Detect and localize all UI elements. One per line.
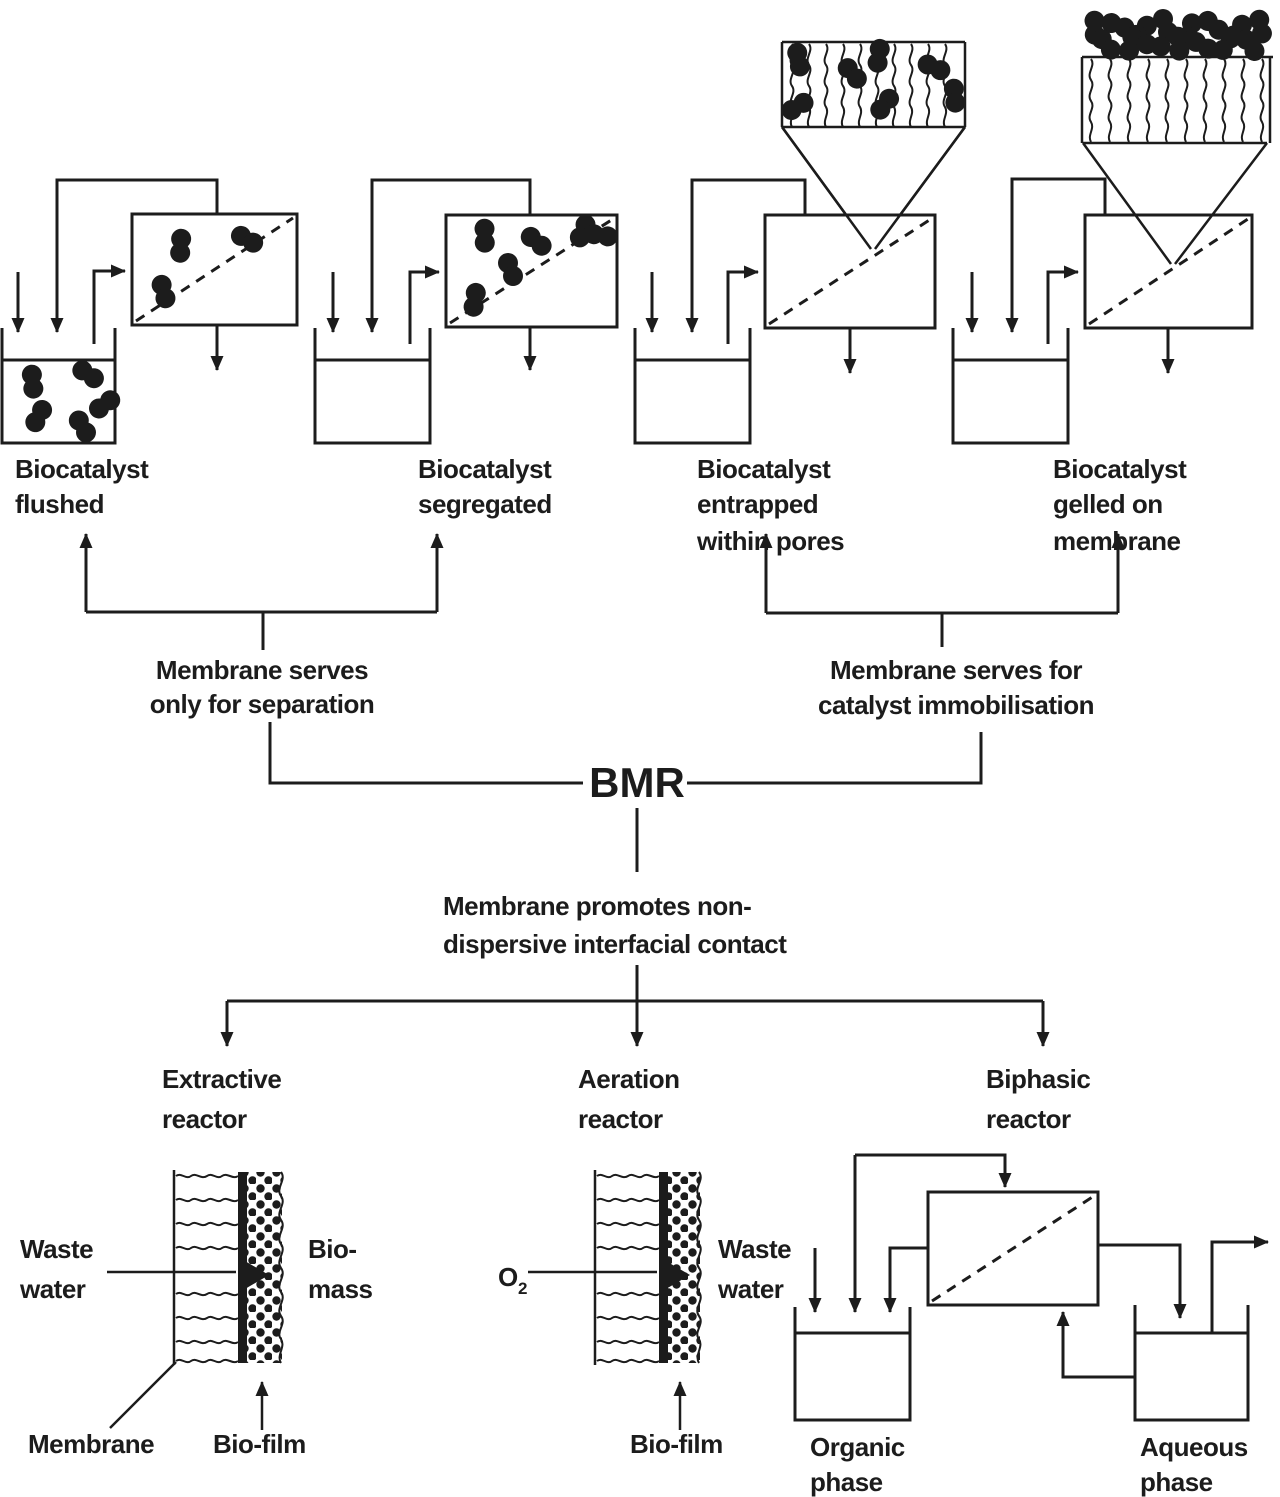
- feed-tank: [951, 328, 1070, 445]
- separation-label-line1: Membrane serves: [156, 655, 368, 685]
- biphasic-unit: Organic phase Aqueous phase: [793, 1153, 1269, 1497]
- flushed-label-line1: Biocatalyst: [15, 454, 149, 484]
- gel-magnification: [1077, 4, 1276, 145]
- bmr-title: BMR: [589, 759, 685, 806]
- biphasic-title-line2: reactor: [986, 1104, 1071, 1134]
- gelled-label-line1: Biocatalyst: [1053, 454, 1187, 484]
- organic-phase-label-line1: Organic: [810, 1432, 905, 1462]
- branch-connector: [220, 965, 1050, 1047]
- extractive-unit: Waste water Bio- mass Membrane Bio-film: [19, 1170, 373, 1459]
- bracket-line: [766, 611, 1118, 647]
- aeration-title-line2: reactor: [578, 1104, 663, 1134]
- recycle-loop-line: [365, 178, 532, 333]
- immobilisation-bracket: Membrane serves for catalyst immobilisat…: [759, 533, 1125, 720]
- membrane-wavy-layers: [596, 1173, 660, 1364]
- biomass-label-line1: Bio-: [308, 1234, 357, 1264]
- recycle-loop-line: [1005, 177, 1107, 333]
- biofilm-label: Bio-film: [213, 1429, 306, 1459]
- pump-line: [92, 264, 126, 344]
- aqueous-outlet-arrow: [1210, 1235, 1269, 1333]
- biocatalyst-blobs-tank: [16, 353, 124, 445]
- bracket-line: [86, 610, 437, 650]
- module-to-organic-return: [883, 1246, 928, 1313]
- membrane-label: Membrane: [28, 1429, 154, 1459]
- extractive-title-line1: Extractive: [162, 1064, 281, 1094]
- bmr-connector-right: [687, 732, 983, 785]
- aeration-unit: O 2 Waste water Bio-film: [498, 1170, 792, 1459]
- aqueous-phase-tank: [1133, 1305, 1250, 1422]
- extractive-title-line2: reactor: [162, 1104, 247, 1134]
- biphasic-title-line1: Biphasic: [986, 1064, 1090, 1094]
- contact-label-line2: dispersive interfacial contact: [443, 929, 787, 959]
- bmr-node: BMR Membrane promotes non- dispersive in…: [268, 722, 983, 959]
- transport-triangle: [659, 1257, 690, 1293]
- organic-phase-tank: [793, 1307, 912, 1422]
- entrapped-label-line3: within pores: [696, 526, 844, 556]
- transport-triangle: [238, 1257, 269, 1293]
- bmr-connector-left: [268, 722, 583, 785]
- recycle-loop-line: [50, 178, 219, 333]
- biomass-label-line2: mass: [308, 1274, 373, 1304]
- module-to-aqueous-line: [1098, 1243, 1187, 1319]
- membrane-pointer-line: [109, 1361, 177, 1429]
- membrane-dashed-line: [1088, 217, 1249, 326]
- membrane-dashed-line: [135, 216, 294, 323]
- waste-water-label-line1: Waste: [718, 1234, 791, 1264]
- membrane-dashed-line: [449, 217, 614, 325]
- entrapped-label-line2: entrapped: [697, 489, 818, 519]
- membrane-pore-strands: [1088, 58, 1265, 143]
- magnification-funnel-front: [780, 126, 967, 250]
- magnified-membrane-box: [1080, 55, 1273, 145]
- feed-tank: [633, 328, 752, 445]
- reactor-segregated-unit: Biocatalyst segregated: [313, 178, 622, 519]
- aqueous-phase-label-line1: Aqueous: [1140, 1432, 1248, 1462]
- feed-tank: [0, 328, 117, 445]
- immobilisation-label-line1: Membrane serves for: [830, 655, 1082, 685]
- oxygen-subscript: 2: [518, 1279, 527, 1298]
- membrane-dashed-line: [768, 217, 932, 326]
- separation-bracket: Membrane serves only for separation: [79, 533, 444, 719]
- entrapped-label-line1: Biocatalyst: [697, 454, 831, 484]
- aeration-title-line1: Aeration: [578, 1064, 679, 1094]
- aqueous-phase-label-line2: phase: [1140, 1467, 1213, 1497]
- aqueous-to-module-line: [1056, 1311, 1135, 1379]
- waste-water-label-line2: water: [19, 1274, 86, 1304]
- membrane-dashed-line: [931, 1194, 1095, 1303]
- segregated-label-line1: Biocatalyst: [418, 454, 552, 484]
- waste-water-label-line2: water: [717, 1274, 784, 1304]
- reactor-entrapped-unit: Biocatalyst entrapped within pores: [633, 35, 971, 556]
- recycle-loop-line: [685, 178, 807, 333]
- biofilm-label: Bio-film: [630, 1429, 723, 1459]
- contact-label-line1: Membrane promotes non-: [443, 891, 751, 921]
- magnification-funnel: [1081, 142, 1268, 265]
- pump-line: [408, 265, 440, 344]
- segregated-label-line2: segregated: [418, 489, 552, 519]
- flushed-label-line2: flushed: [15, 489, 104, 519]
- organic-to-module-line: [855, 1153, 1012, 1188]
- immobilisation-label-line2: catalyst immobilisation: [818, 690, 1094, 720]
- organic-phase-label-line2: phase: [810, 1467, 883, 1497]
- reactor-gelled-unit: Biocatalyst gelled on membrane: [951, 4, 1276, 556]
- pump-line: [1046, 265, 1079, 344]
- gelled-label-line2: gelled on: [1053, 489, 1163, 519]
- pump-line: [726, 265, 759, 344]
- separation-label-line2: only for separation: [150, 689, 375, 719]
- membrane-wavy-layers: [175, 1173, 239, 1364]
- feed-tank: [313, 328, 432, 445]
- reactor-flushed-unit: Biocatalyst flushed: [0, 178, 299, 519]
- oxygen-label: O: [498, 1262, 518, 1292]
- waste-water-label-line1: Waste: [20, 1234, 93, 1264]
